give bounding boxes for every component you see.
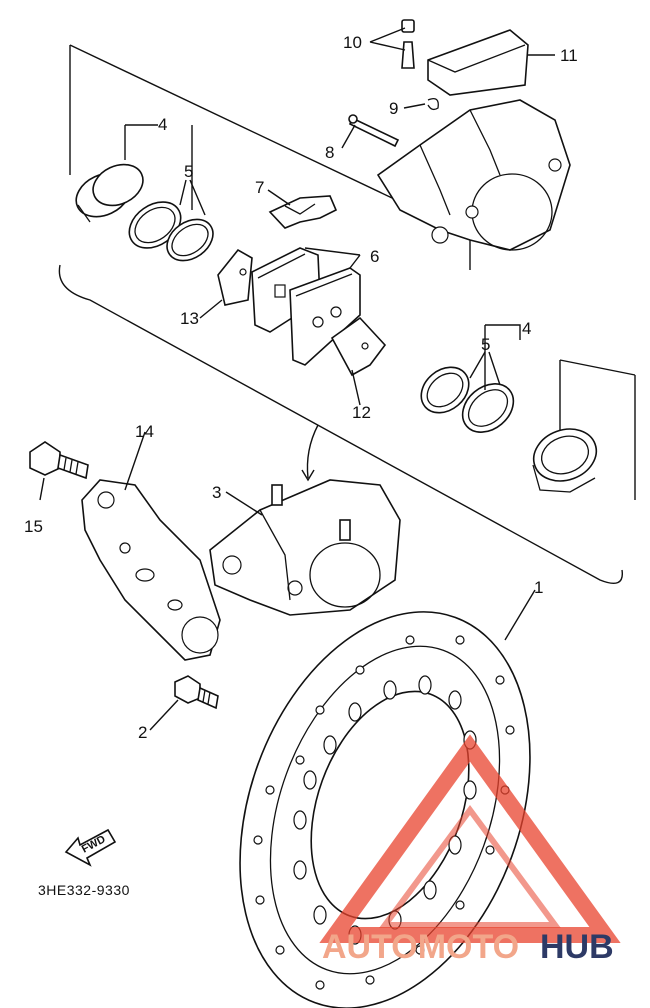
label-9: 9 <box>389 99 398 118</box>
brake-pads <box>251 247 361 366</box>
piston-right <box>532 428 598 493</box>
label-10: 10 <box>343 33 362 52</box>
label-4-right: 4 <box>522 319 531 338</box>
label-12: 12 <box>352 403 371 422</box>
watermark-text-hub: HUB <box>540 928 614 966</box>
label-2: 2 <box>138 723 147 742</box>
caliper-bracket <box>81 479 221 661</box>
disc-bolt <box>174 675 219 710</box>
disc-holes <box>253 635 515 990</box>
label-6: 6 <box>370 247 379 266</box>
label-8: 8 <box>325 143 334 162</box>
caliper-assembly <box>209 479 401 616</box>
label-5-right: 5 <box>481 335 490 354</box>
forward-arrow: FWD <box>64 828 117 867</box>
drawing-code: 3HE332-9330 <box>38 882 130 898</box>
label-4-left: 4 <box>158 115 167 134</box>
label-14: 14 <box>135 422 154 441</box>
label-15: 15 <box>24 517 43 536</box>
piston-left <box>75 163 144 223</box>
part-number-labels: 1 2 3 4 4 5 5 6 7 8 9 10 11 12 13 14 15 <box>24 33 578 742</box>
label-11: 11 <box>560 46 578 65</box>
leader-lines <box>39 27 561 731</box>
pad-shim-right <box>330 316 387 377</box>
caliper-small-parts <box>348 19 529 148</box>
caliper-body-upper <box>376 99 571 251</box>
label-7: 7 <box>255 178 264 197</box>
assembly-arrow <box>301 424 319 482</box>
pad-shim-left <box>217 248 253 306</box>
label-1: 1 <box>534 578 543 597</box>
bracket-bolt <box>29 441 89 480</box>
label-5-left: 5 <box>184 162 193 181</box>
seal-rings-right <box>420 366 515 433</box>
brake-disc <box>239 611 531 1008</box>
watermark-triangle-icon <box>319 734 621 943</box>
watermark-text-automoto: AUTOMOTO <box>322 928 519 966</box>
seal-rings-left <box>128 201 214 262</box>
pad-spring <box>268 195 338 229</box>
automotohub-watermark: AUTOMOTO HUB <box>319 734 621 966</box>
label-13: 13 <box>180 309 199 328</box>
label-3: 3 <box>212 483 221 502</box>
